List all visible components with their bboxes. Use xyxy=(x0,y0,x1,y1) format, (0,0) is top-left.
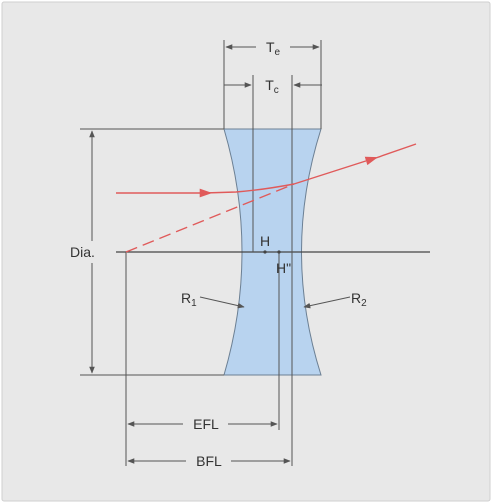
principal-point-h-dot xyxy=(263,250,267,254)
incident-ray xyxy=(203,183,295,194)
dia-label: Dia. xyxy=(70,244,95,260)
exit-ray xyxy=(369,143,417,161)
h-prime-label: H" xyxy=(276,260,291,276)
principal-point-h-prime-dot xyxy=(277,250,281,254)
bfl-label: BFL xyxy=(196,453,222,469)
r2-leader xyxy=(303,296,351,309)
exit-ray-arrow xyxy=(293,156,378,185)
efl-label: EFL xyxy=(193,416,219,432)
h-label: H xyxy=(260,233,270,249)
r1-leader xyxy=(199,296,245,309)
virtual-ray-extension xyxy=(125,183,295,253)
